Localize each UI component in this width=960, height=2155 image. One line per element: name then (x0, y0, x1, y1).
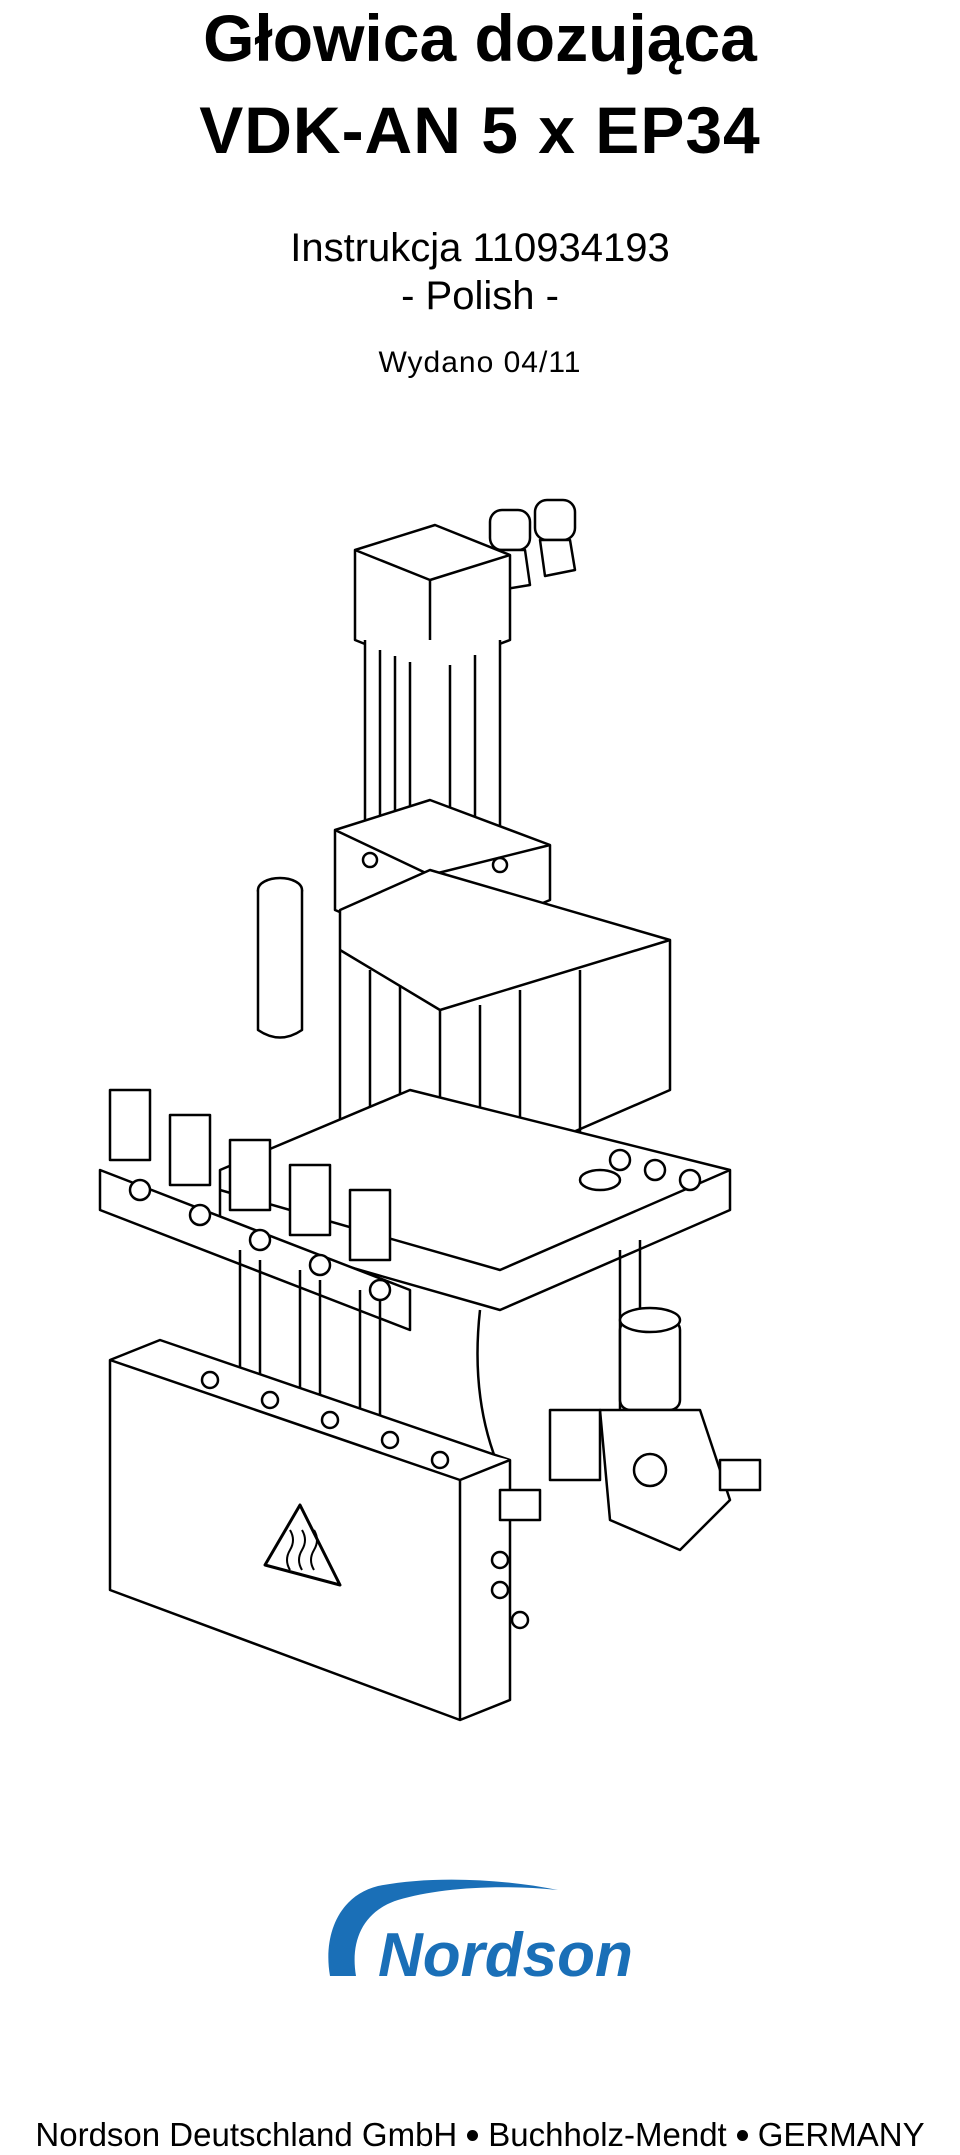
lower-fittings (490, 1488, 542, 1630)
footer-country: GERMANY (757, 2116, 925, 2153)
nordson-logo: Nordson (328, 1879, 633, 1988)
language-label: - Polish - (401, 274, 559, 318)
dosing-pump (548, 1306, 762, 1552)
footer: Nordson Deutschland GmbH Buchholz-Mendt GE… (0, 2115, 960, 2155)
bullet-icon (736, 2129, 748, 2141)
manual-number: Instrukcja 110934193 (290, 226, 670, 270)
side-cylinder (256, 876, 304, 1039)
valve-manifold (98, 1088, 412, 1332)
heater-block (108, 1338, 512, 1722)
issue-date: Wydano 04/11 (378, 346, 582, 379)
dosing-head-illustration (98, 498, 762, 1722)
bullet-icon (467, 2129, 479, 2141)
footer-company: Nordson Deutschland GmbH (35, 2116, 458, 2153)
document-title-line2: VDK-AN 5 x EP34 (199, 93, 761, 167)
footer-location: Buchholz-Mendt (488, 2116, 727, 2153)
air-fittings (488, 498, 577, 592)
base-plate (218, 1088, 732, 1312)
nordson-logo-text: Nordson (378, 1921, 633, 1988)
document-title-line1: Głowica dozująca (203, 1, 757, 75)
